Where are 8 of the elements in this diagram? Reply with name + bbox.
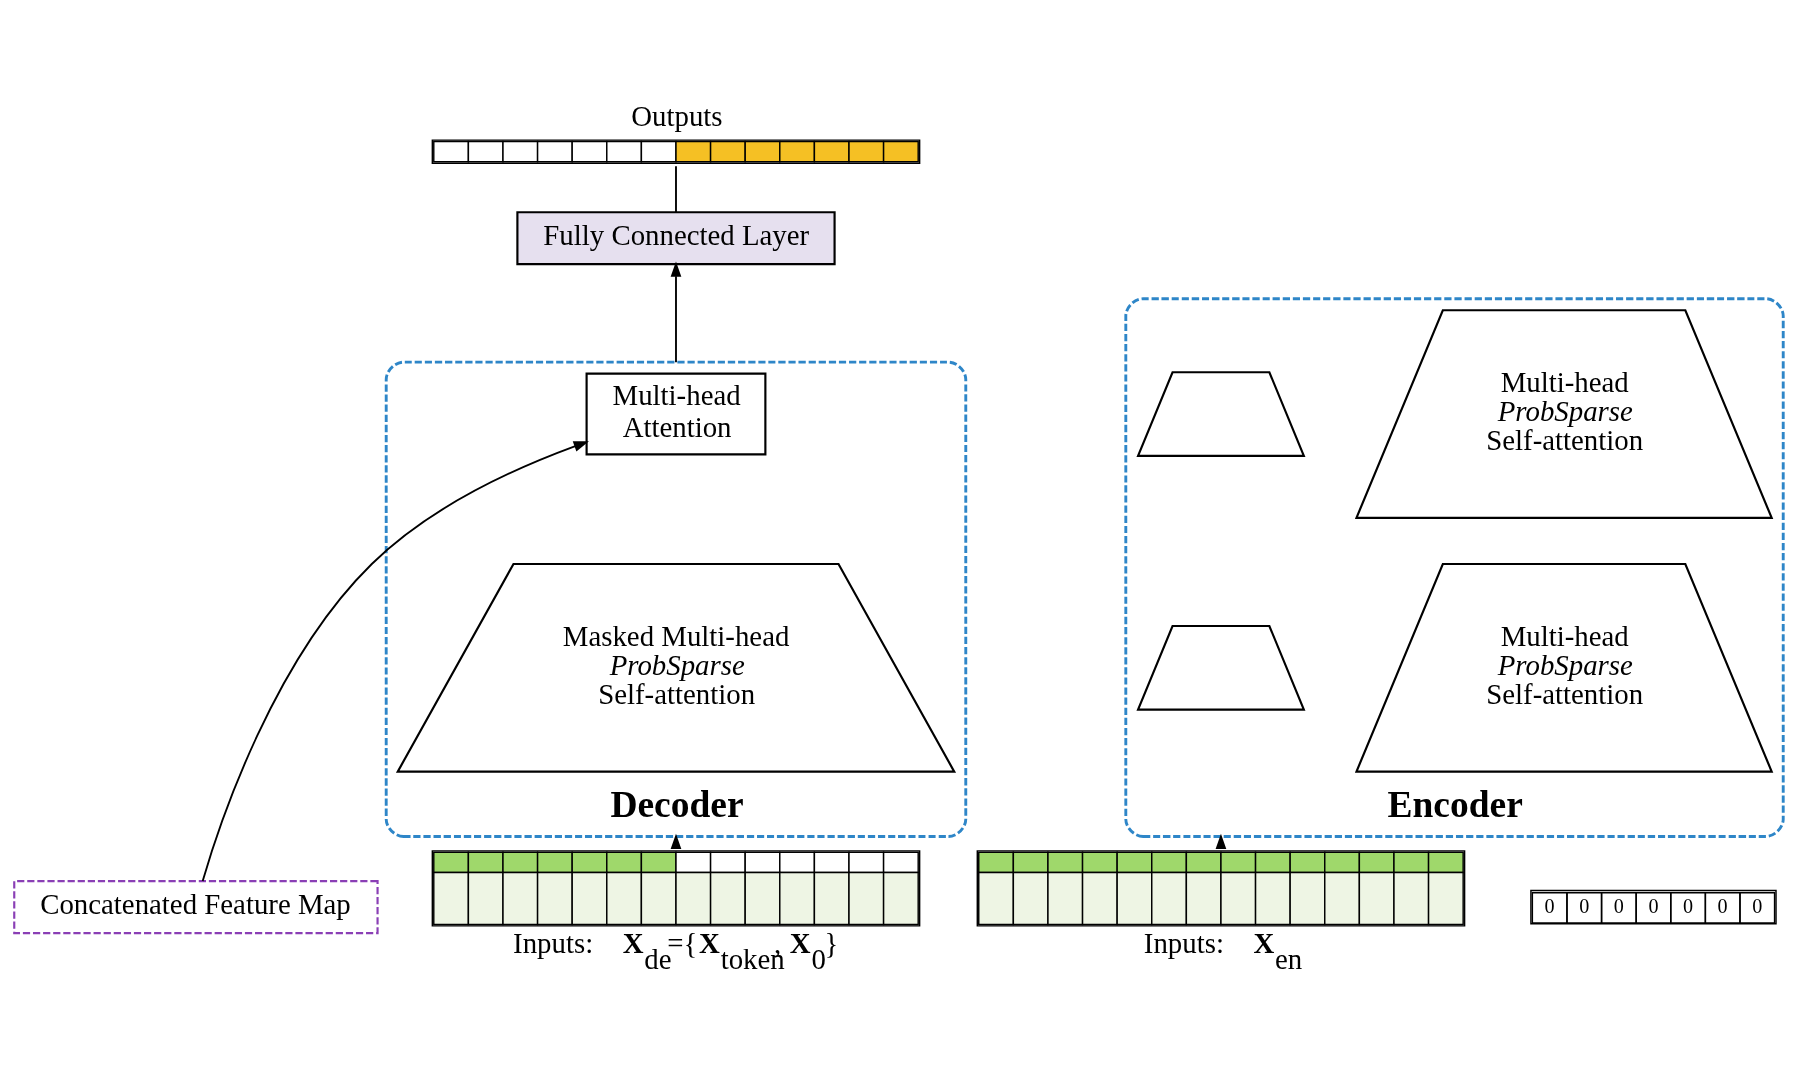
- label: 0: [1544, 895, 1555, 918]
- node-label: Outputs: [631, 99, 723, 132]
- label: 0: [1613, 895, 1624, 918]
- label: 0: [1752, 895, 1763, 918]
- label: 0: [1648, 895, 1659, 918]
- label: 0: [1579, 895, 1590, 918]
- label: 0: [1683, 895, 1694, 918]
- label: 0: [1717, 895, 1728, 918]
